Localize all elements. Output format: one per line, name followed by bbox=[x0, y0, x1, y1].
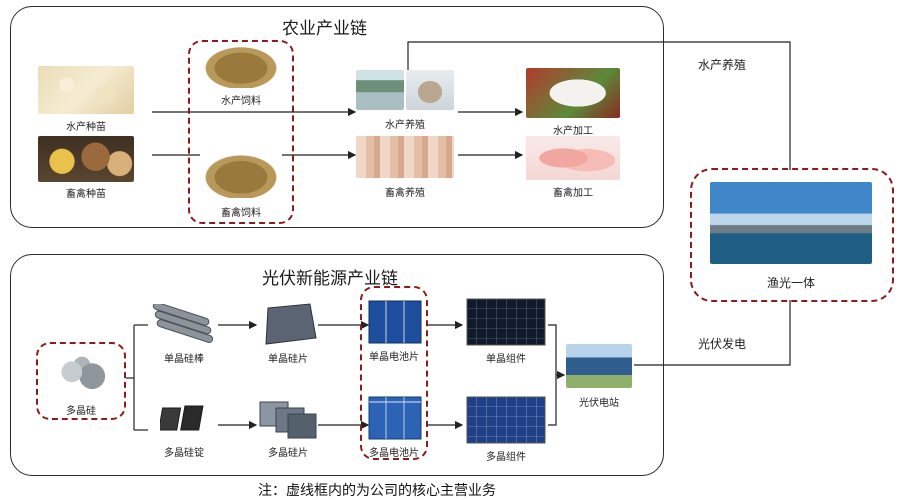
multi-ingot-image bbox=[160, 405, 204, 431]
mono-cell-image bbox=[368, 300, 422, 344]
mono-wafer-label: 单晶硅片 bbox=[268, 354, 308, 365]
poultry-processing-image bbox=[526, 136, 620, 180]
pv-station-image bbox=[566, 344, 632, 388]
link-aqua-label: 水产养殖 bbox=[698, 58, 747, 72]
multi-module-image bbox=[466, 396, 546, 444]
mono-wafer-image bbox=[265, 303, 317, 345]
poultry-seed-label: 畜禽种苗 bbox=[66, 189, 106, 200]
agri-chain-panel bbox=[10, 6, 664, 228]
aqua-processing-image bbox=[526, 68, 620, 118]
multi-wafer-image bbox=[259, 401, 317, 439]
fishery-pv-dashed-box bbox=[690, 168, 894, 302]
aqua-farming-image-2 bbox=[406, 70, 454, 110]
multi-cell-label: 多晶电池片 bbox=[369, 448, 419, 459]
pv-chain-panel bbox=[10, 254, 664, 476]
agri-chain-title: 农业产业链 bbox=[282, 19, 367, 39]
multi-wafer-label: 多晶硅片 bbox=[268, 448, 308, 459]
fishery-pv-label: 渔光一体 bbox=[766, 276, 815, 290]
poultry-seed-image bbox=[38, 136, 134, 182]
pv-chain-title: 光伏新能源产业链 bbox=[262, 269, 398, 289]
polysilicon-image bbox=[48, 352, 116, 396]
polysilicon-label: 多晶硅 bbox=[66, 406, 96, 417]
mono-rod-image bbox=[152, 304, 214, 343]
link-power-label: 光伏发电 bbox=[698, 337, 747, 351]
aqua-feed-image bbox=[200, 44, 282, 88]
aqua-farming-label: 水产养殖 bbox=[385, 120, 425, 131]
mono-rod-label: 单晶硅棒 bbox=[164, 354, 204, 365]
mono-module-label: 单晶组件 bbox=[486, 354, 526, 365]
aqua-feed-label: 水产饲料 bbox=[221, 96, 261, 107]
aqua-seed-image bbox=[38, 66, 134, 114]
multi-module-label: 多晶组件 bbox=[486, 452, 526, 463]
multi-cell-image bbox=[368, 396, 422, 440]
poultry-feed-image bbox=[200, 152, 282, 198]
poultry-farming-image bbox=[356, 136, 454, 178]
fishery-pv-image bbox=[710, 182, 872, 264]
aqua-processing-label: 水产加工 bbox=[553, 126, 593, 137]
polysilicon-dashed-box bbox=[36, 342, 126, 420]
pv-station-label: 光伏电站 bbox=[579, 398, 619, 409]
core-feed-dashed-box bbox=[188, 40, 294, 224]
mono-module-image bbox=[466, 298, 546, 346]
cells-dashed-box bbox=[360, 286, 428, 460]
aqua-seed-label: 水产种苗 bbox=[66, 122, 106, 133]
link-aqua-to-fishery-pv bbox=[407, 41, 791, 170]
multi-ingot-label: 多晶硅锭 bbox=[164, 448, 204, 459]
poultry-processing-label: 畜禽加工 bbox=[553, 188, 593, 199]
mono-cell-label: 单晶电池片 bbox=[369, 352, 419, 363]
link-station-to-fishery-pv bbox=[634, 300, 791, 366]
poultry-feed-label: 畜禽饲料 bbox=[221, 208, 261, 219]
footnote: 注：虚线框内的为公司的核心主营业务 bbox=[258, 483, 496, 499]
aqua-farming-image-1 bbox=[356, 70, 404, 110]
poultry-farming-label: 畜禽养殖 bbox=[385, 188, 425, 199]
